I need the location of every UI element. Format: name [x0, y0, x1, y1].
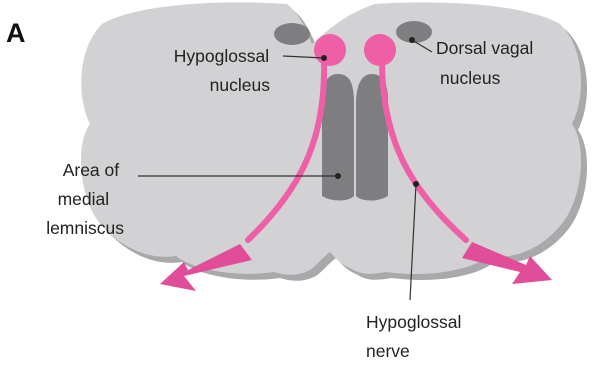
label-medial-lemniscus-line1: Area of: [63, 160, 120, 180]
hypoglossal-nucleus-left: [314, 34, 346, 66]
label-hypoglossal-nerve-line2: nerve: [366, 341, 410, 361]
panel-letter: A: [6, 18, 26, 48]
label-hypoglossal-nucleus-line1: Hypoglossal: [174, 46, 269, 66]
label-medial-lemniscus-line2: medial: [58, 189, 110, 209]
dot-medial-lemniscus: [335, 173, 341, 179]
label-hypoglossal-nucleus-line2: nucleus: [210, 75, 271, 95]
label-hypoglossal-nerve: Hypoglossal nerve: [366, 312, 466, 361]
label-hypoglossal-nerve-line1: Hypoglossal: [366, 312, 461, 332]
hypoglossal-nucleus-right: [364, 34, 396, 66]
dorsal-vagal-nucleus-left: [274, 23, 310, 45]
label-dorsal-vagal-nucleus-line2: nucleus: [440, 68, 501, 88]
dot-hypoglossal-nucleus: [321, 55, 327, 61]
medial-lemniscus-left: [322, 74, 354, 201]
label-dorsal-vagal-nucleus-line1: Dorsal vagal: [436, 38, 533, 58]
label-medial-lemniscus-line3: lemniscus: [46, 218, 124, 238]
dot-hypoglossal-nerve: [413, 181, 419, 187]
label-medial-lemniscus: Area of medial lemniscus: [46, 160, 124, 238]
dot-dorsal-vagal-nucleus: [409, 37, 415, 43]
